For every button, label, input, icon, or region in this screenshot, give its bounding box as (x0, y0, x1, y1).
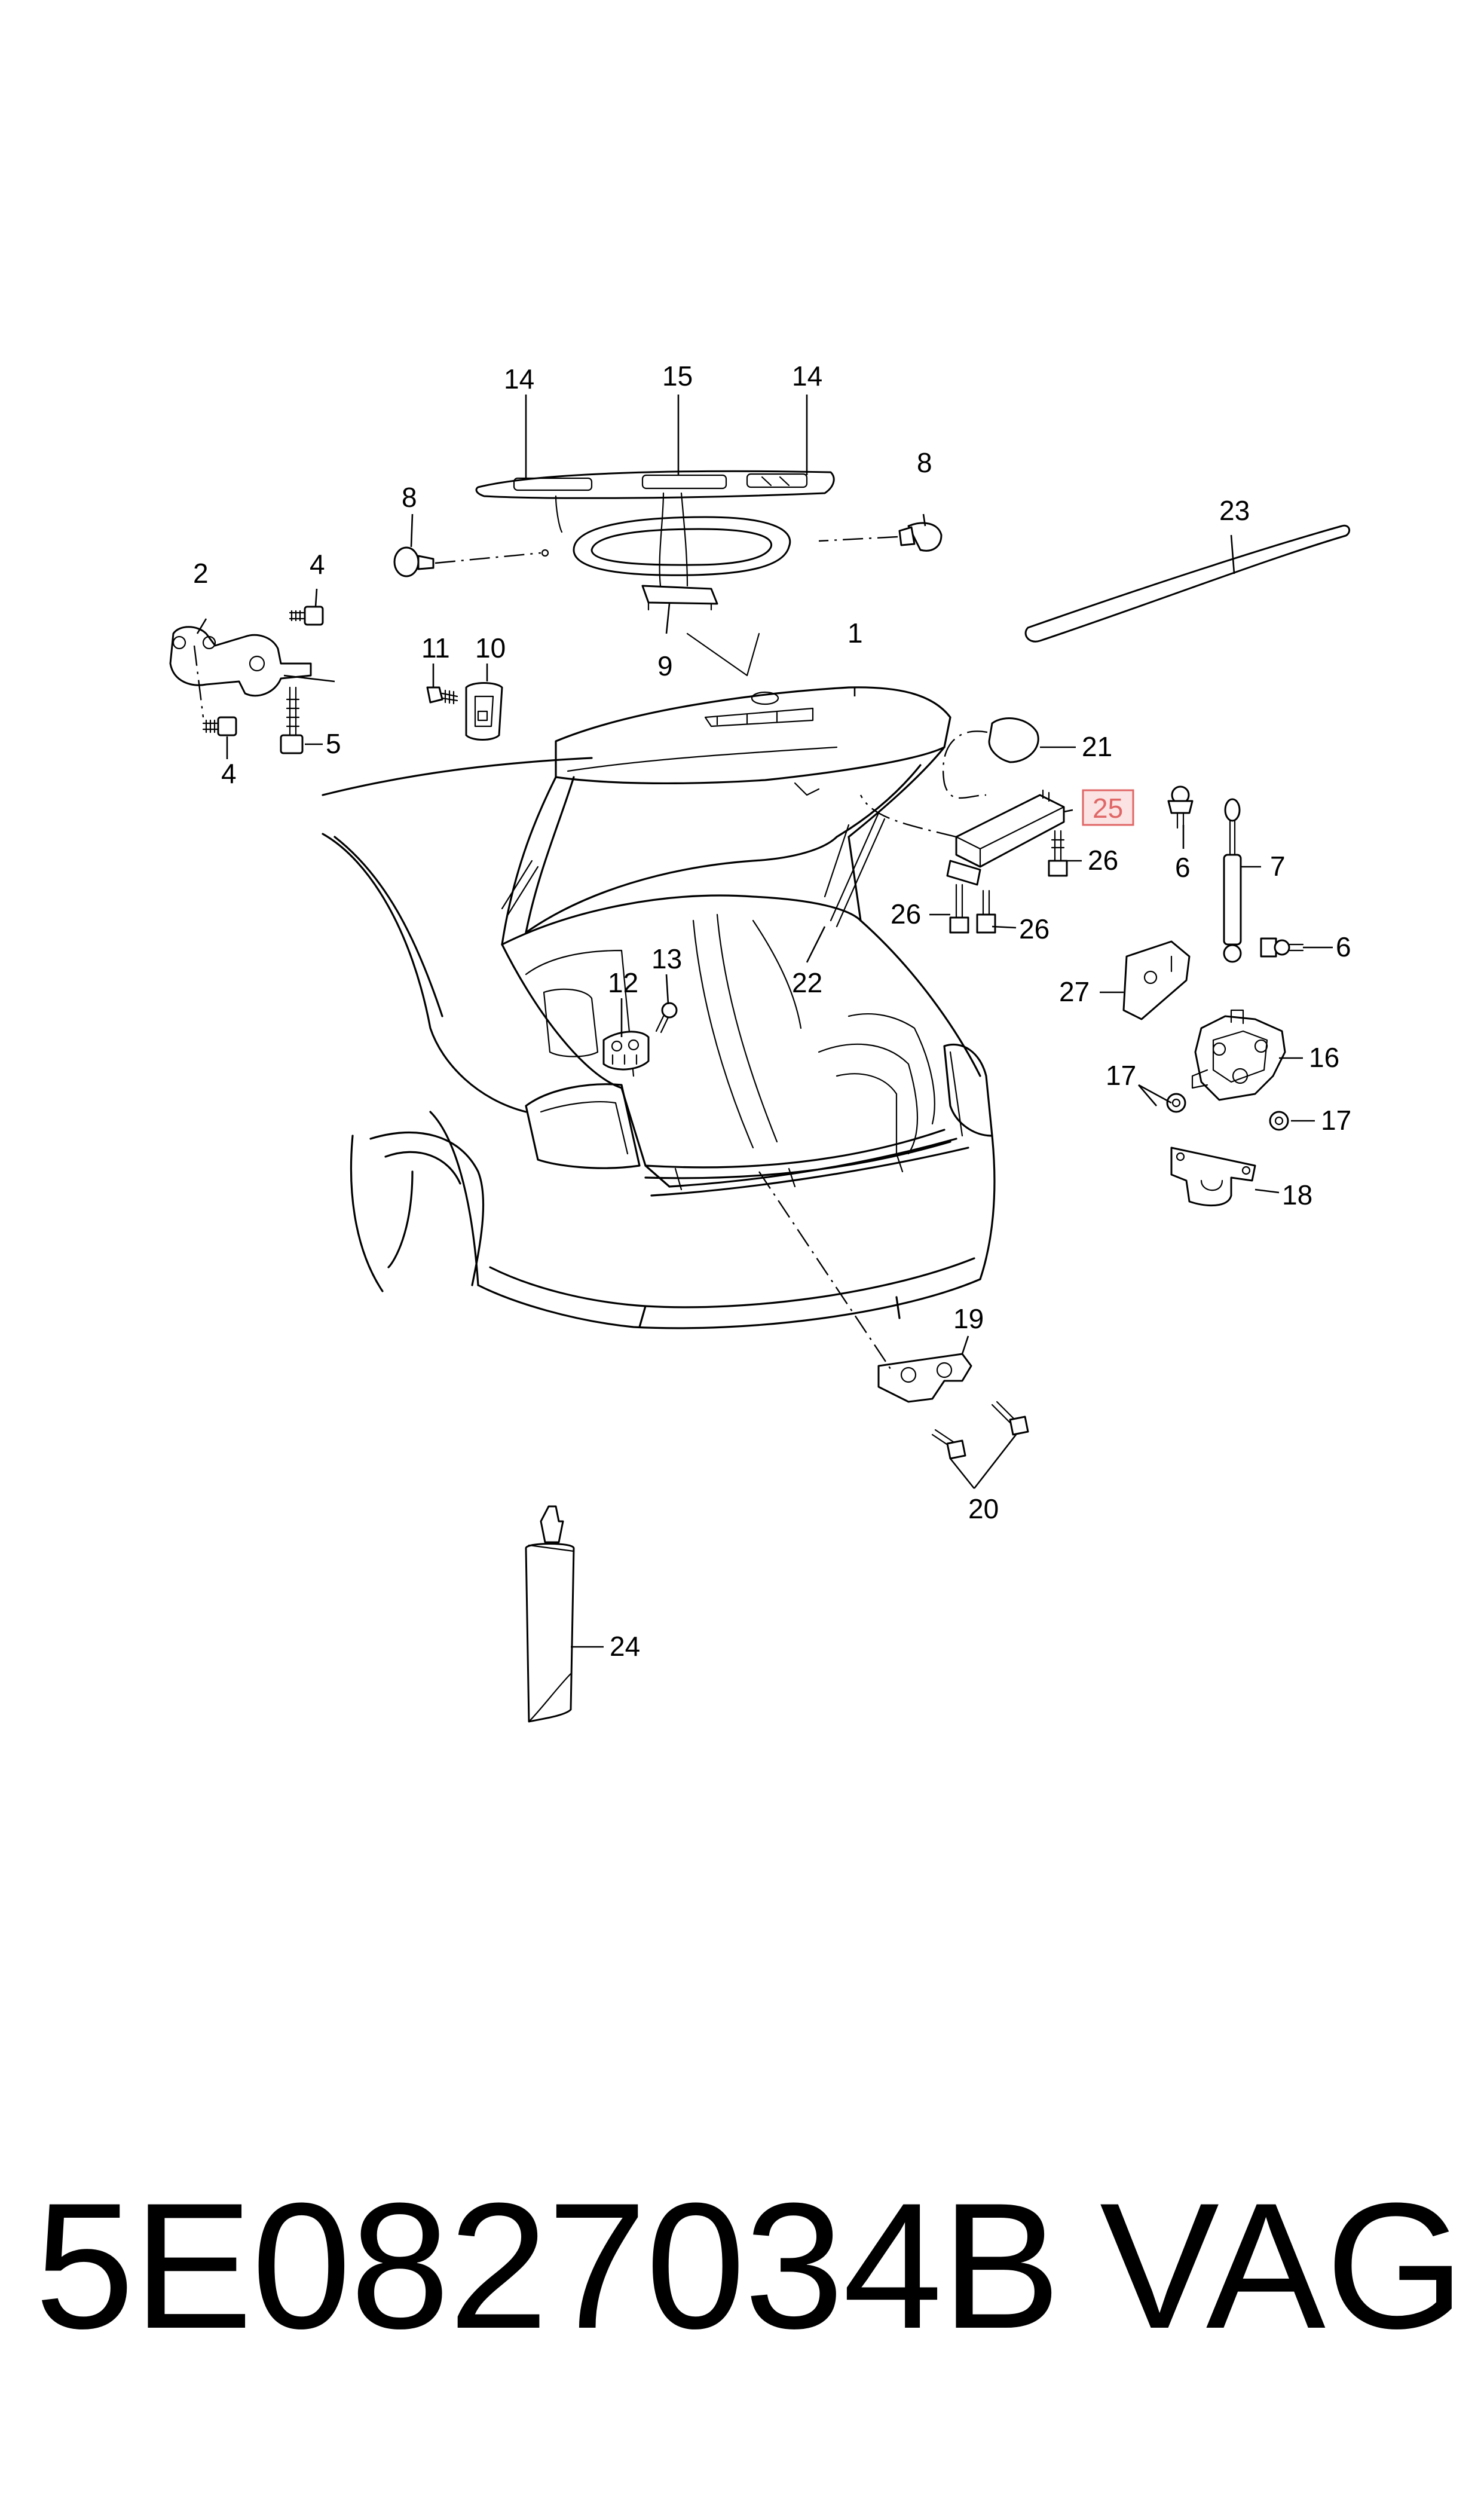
callout-9: 9 (657, 650, 673, 681)
cap-21-icon (942, 717, 1039, 799)
bracket-27-icon (1122, 940, 1191, 1020)
bracket-19-icon (758, 1171, 972, 1403)
spoiler-strip-icon (1024, 524, 1351, 643)
callout-21: 21 (1082, 731, 1112, 762)
callout-26-left: 26 (891, 898, 921, 930)
callout-6-top: 6 (1175, 852, 1191, 883)
screw-20-left-icon (931, 1429, 966, 1460)
screw-20-right-icon (991, 1401, 1029, 1436)
lamp-12-icon (602, 1031, 650, 1071)
striker-18-icon (1170, 1147, 1256, 1207)
nut-17-left-icon (1166, 1093, 1186, 1113)
callout-16: 16 (1309, 1042, 1339, 1073)
ball-stud-6-top-icon (1167, 785, 1194, 829)
callout-26-bottom: 26 (1019, 913, 1049, 944)
callout-17-right: 17 (1321, 1105, 1351, 1136)
brake-light-assembly (475, 470, 835, 677)
callout-18: 18 (1282, 1179, 1312, 1210)
sealant-tube-24-icon (525, 1505, 575, 1723)
callout-1: 1 (847, 617, 863, 649)
callout-14-left: 14 (504, 363, 534, 395)
callout-15: 15 (662, 360, 693, 392)
nut-17-right-icon (1269, 1111, 1289, 1131)
bolt-5-icon (280, 686, 304, 754)
callout-7: 7 (1270, 851, 1286, 882)
callout-6-bottom: 6 (1336, 931, 1351, 962)
callout-19: 19 (953, 1303, 984, 1334)
callout-2: 2 (193, 558, 209, 589)
gas-strut-7-icon (1223, 798, 1242, 963)
callout-10: 10 (475, 632, 506, 664)
callout-12: 12 (608, 967, 638, 998)
bolt-11-icon (426, 686, 458, 705)
ball-stud-6-bottom-icon (1260, 937, 1304, 958)
bolt-4-bottom-icon (202, 716, 237, 736)
callout-22: 22 (792, 967, 822, 998)
part-number: 5E0827034B (35, 2165, 1061, 2366)
clip-8-left-icon (393, 546, 549, 577)
callout-labels: 1 2 4 4 5 6 6 7 8 8 9 10 11 12 13 14 14 … (193, 360, 1351, 1662)
screw-26-right-icon (1048, 830, 1068, 877)
callout-27: 27 (1059, 976, 1090, 1007)
screw-26-bottom-icon (976, 889, 996, 934)
callout-5: 5 (326, 728, 341, 759)
bolt-4-top-icon (289, 606, 324, 626)
callout-26-right: 26 (1088, 845, 1118, 876)
control-unit-25-icon (859, 789, 1065, 886)
callout-8-right: 8 (917, 447, 932, 478)
highlight-box (1082, 789, 1134, 826)
leader-lines (196, 395, 1333, 1648)
callout-13: 13 (651, 943, 682, 974)
callout-14-right: 14 (792, 360, 822, 392)
screw-13-icon (655, 1002, 678, 1034)
callout-11: 11 (421, 632, 450, 664)
lock-16-icon (1191, 1009, 1286, 1101)
callout-4-bottom: 4 (221, 758, 237, 789)
callout-24: 24 (610, 1631, 640, 1662)
screw-26-left-icon (949, 883, 969, 934)
clip-8-right-icon (818, 522, 943, 552)
switch-10-icon (465, 682, 503, 741)
callout-8-left: 8 (402, 482, 417, 513)
tailgate-illustration (501, 686, 951, 946)
car-body-illustration (322, 757, 996, 1329)
callout-4-top: 4 (310, 549, 325, 580)
callout-25-highlight[interactable]: 25 (1082, 789, 1134, 826)
callout-25: 25 (1093, 793, 1123, 824)
brand-label: VAG (1100, 2165, 1465, 2366)
callout-20: 20 (968, 1493, 999, 1524)
callout-23: 23 (1219, 495, 1250, 526)
hinge-icon (169, 626, 312, 718)
callout-17-left: 17 (1106, 1060, 1136, 1091)
